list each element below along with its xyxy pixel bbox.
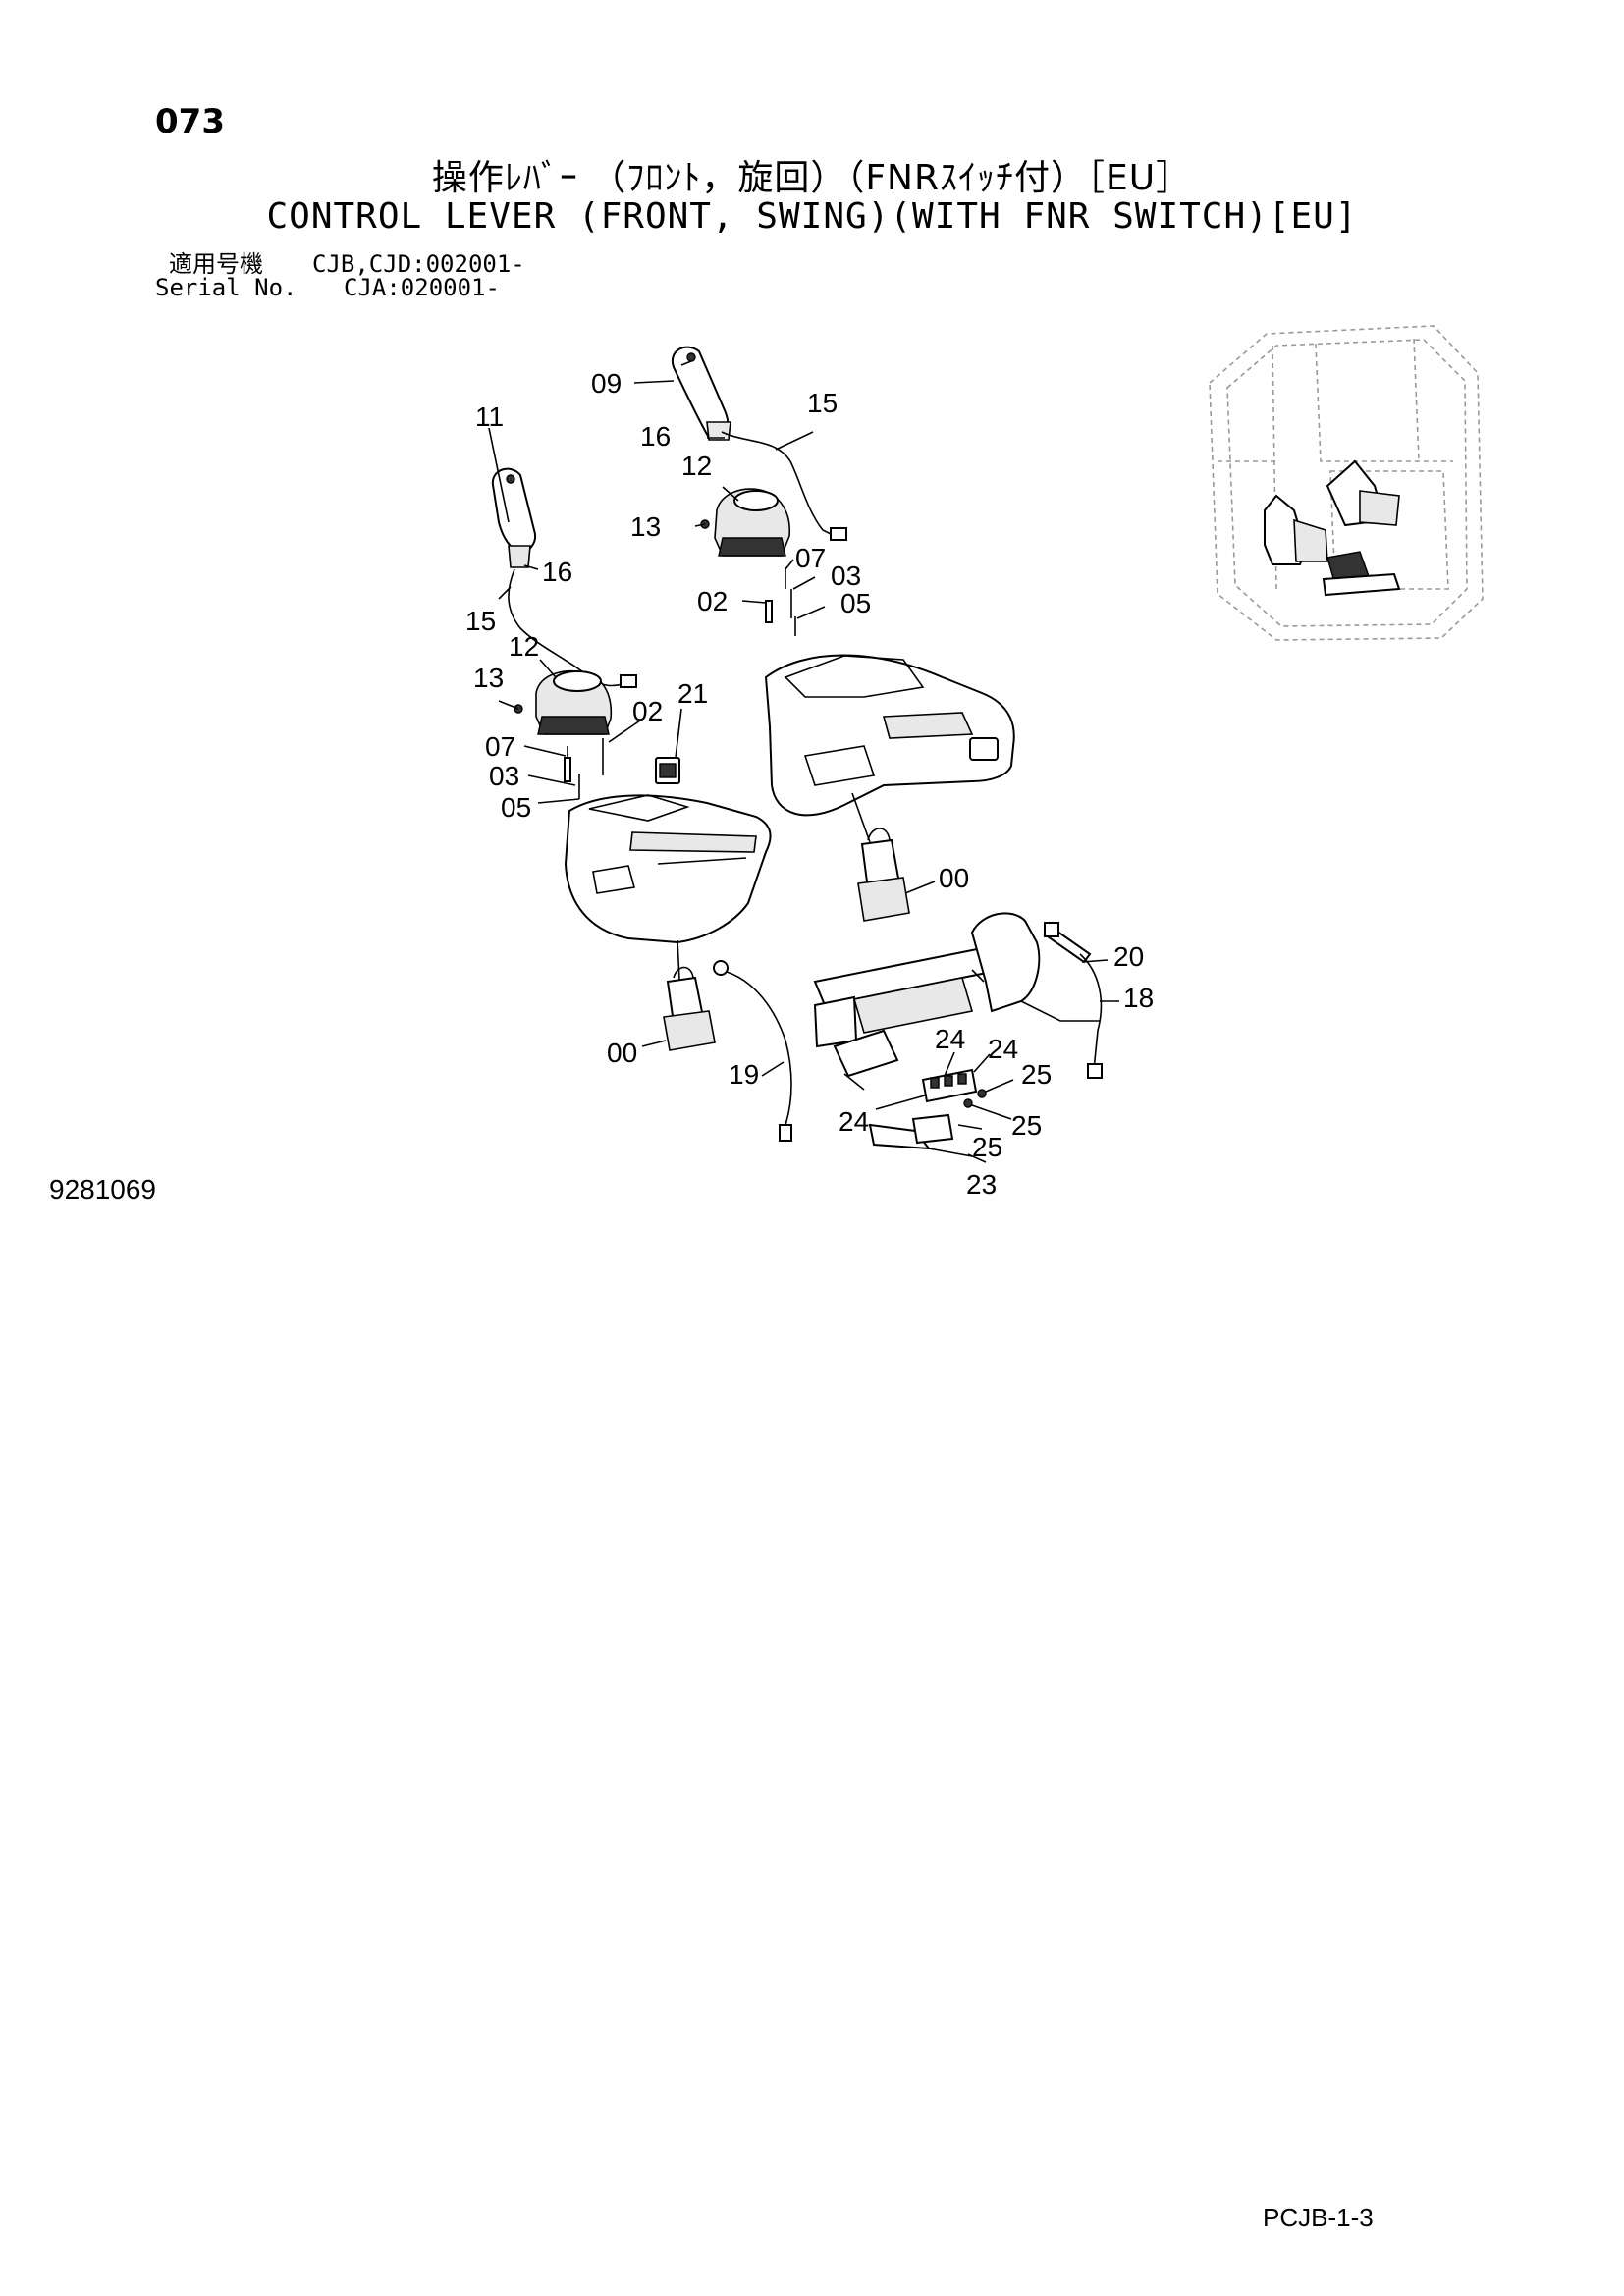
callout-seat-25a: 25 <box>1021 1059 1052 1090</box>
page-title-japanese: 操作ﾚﾊﾞｰ （ﾌﾛﾝﾄ，旋回）（FNRｽｲｯﾁ付）［EU］ <box>431 158 1193 198</box>
cab-location-thumbnail <box>1209 325 1484 641</box>
callout-left-03: 03 <box>489 761 519 791</box>
leader-lines <box>488 380 1119 1163</box>
serial-label-japanese: 適用号機 <box>169 250 263 278</box>
figure-number: 9281069 <box>49 1174 157 1204</box>
page-title-english: CONTROL LEVER (FRONT, SWING)(WITH FNR SW… <box>266 196 1358 237</box>
callout-seat-25b: 25 <box>1011 1110 1042 1141</box>
callout-right-13: 13 <box>630 511 661 542</box>
page-number: 073 <box>155 102 225 141</box>
callout-seat-24b: 24 <box>988 1034 1018 1064</box>
callout-seat-24c: 24 <box>839 1106 869 1137</box>
callout-seat-23: 23 <box>966 1169 997 1200</box>
callout-left-21: 21 <box>677 678 708 709</box>
callout-right-15: 15 <box>807 388 838 418</box>
serial-range-secondary: CJA:020001- <box>344 274 500 301</box>
callout-seat-20: 20 <box>1113 941 1144 972</box>
callout-left-12: 12 <box>509 631 539 662</box>
callout-right-05: 05 <box>840 588 871 618</box>
callout-left-13: 13 <box>473 663 504 693</box>
callout-left-11: 11 <box>475 401 504 432</box>
callout-right-07: 07 <box>795 543 826 573</box>
right-lever-assembly <box>671 346 1015 922</box>
callout-right-16: 16 <box>640 421 671 452</box>
callout-right-02: 02 <box>697 586 728 616</box>
callout-right-00: 00 <box>939 863 969 893</box>
callout-right-03: 03 <box>831 561 861 591</box>
callout-seat-18: 18 <box>1123 983 1154 1013</box>
callout-left-05: 05 <box>501 792 531 823</box>
callout-left-16: 16 <box>542 557 572 587</box>
left-lever-assembly <box>491 467 792 1142</box>
seat-bracket-assembly <box>813 912 1103 1157</box>
callout-left-15: 15 <box>465 606 496 636</box>
callout-left-02: 02 <box>632 696 663 726</box>
callout-right-09: 09 <box>591 368 622 399</box>
callout-left-00: 00 <box>607 1038 637 1068</box>
page-code: PCJB-1-3 <box>1263 2203 1374 2232</box>
callout-left-19: 19 <box>729 1059 759 1090</box>
callout-labels: 11 16 15 12 13 02 21 07 03 05 00 19 09 1… <box>465 368 1154 1200</box>
serial-range-primary: CJB,CJD:002001- <box>312 250 525 278</box>
callout-seat-25c: 25 <box>972 1132 1002 1162</box>
callout-right-12: 12 <box>681 451 712 481</box>
callout-left-07: 07 <box>485 731 515 762</box>
callout-seat-24a: 24 <box>935 1024 965 1054</box>
serial-label-english: Serial No. <box>155 274 298 301</box>
